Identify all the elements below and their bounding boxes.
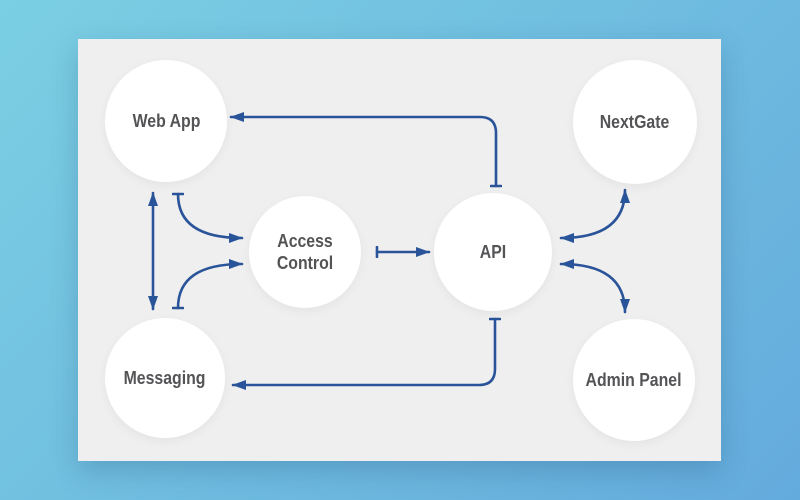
node-admin-panel-label: Admin Panel xyxy=(586,369,682,390)
node-messaging: Messaging xyxy=(105,318,225,438)
node-messaging-label: Messaging xyxy=(124,367,206,388)
node-web-app: Web App xyxy=(105,60,227,182)
node-api-label: API xyxy=(479,241,507,262)
node-api: API xyxy=(434,193,552,311)
node-nextgate-label: NextGate xyxy=(600,111,670,132)
node-access-control: Access Control xyxy=(249,196,361,308)
node-web-app-label: Web App xyxy=(132,110,200,131)
node-access-control-label: Access Control xyxy=(276,230,334,274)
node-admin-panel: Admin Panel xyxy=(573,319,695,441)
node-nextgate: NextGate xyxy=(573,60,697,184)
